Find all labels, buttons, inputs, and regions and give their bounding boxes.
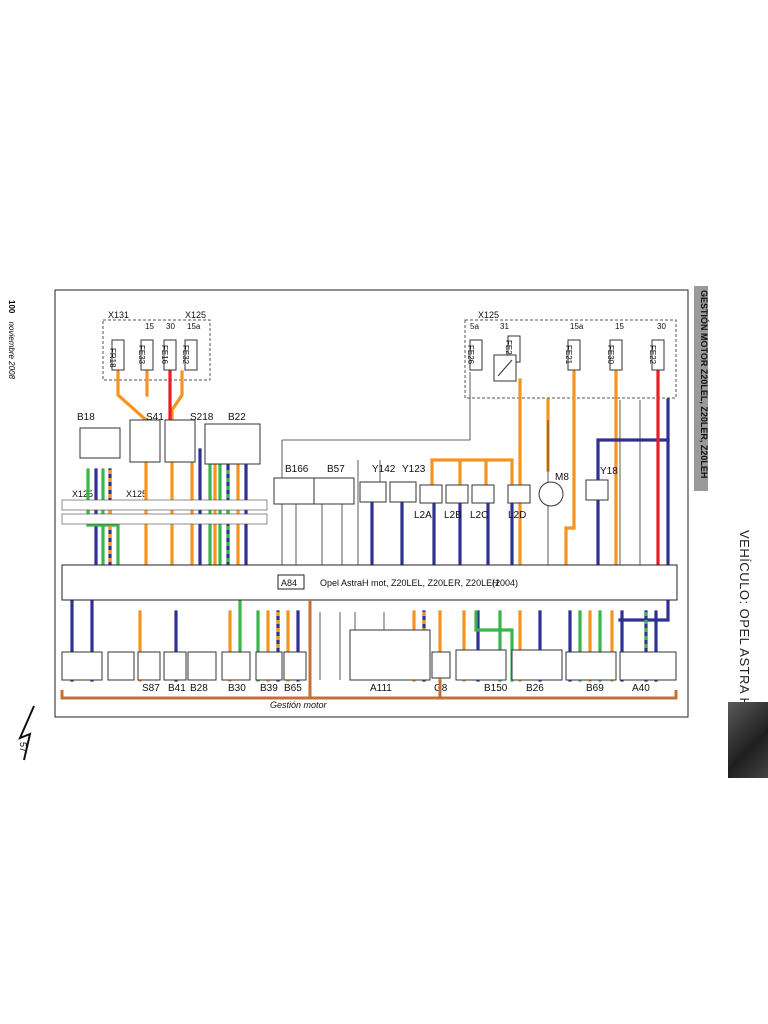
component-b57: B57: [327, 464, 345, 475]
ecu-id-box: [277, 574, 305, 590]
section-title-bar: [694, 286, 708, 491]
connector-x125-left-b: X125: [126, 489, 147, 499]
fuse-fr18: FR18: [108, 348, 117, 368]
top-component-shapes: [79, 419, 609, 507]
component-b65: B65: [284, 683, 302, 694]
ecu-block: [61, 564, 678, 601]
component-b69: B69: [586, 683, 604, 694]
ground-label: Gestión motor: [270, 700, 328, 710]
component-s218: S218: [190, 412, 214, 423]
bottom-component-shapes: [61, 629, 677, 681]
fuse-fe30: FE30: [606, 345, 615, 365]
fusebox-left: [102, 319, 211, 381]
connector-strip-a: [61, 499, 268, 511]
vehicle-photo: [728, 702, 768, 778]
ground-bus: [60, 690, 678, 700]
component-s41: S41: [146, 412, 164, 423]
terminal-15-right: 15: [615, 322, 624, 331]
component-y18: Y18: [600, 466, 618, 477]
fuse-fe16: FE16: [160, 345, 169, 365]
connector-x125-top-left: X125: [185, 310, 206, 320]
fuse-fe24: FE24: [504, 340, 513, 360]
component-b166: B166: [285, 464, 309, 475]
component-y142: Y142: [372, 464, 396, 475]
component-y123: Y123: [402, 464, 426, 475]
component-l2c: L2C: [470, 510, 488, 521]
component-b26: B26: [526, 683, 544, 694]
ecu-year: (2004): [492, 578, 518, 588]
component-a40: A40: [632, 683, 650, 694]
terminal-15a-right: 15a: [570, 322, 584, 331]
component-b39: B39: [260, 683, 278, 694]
component-b41: B41: [168, 683, 186, 694]
terminal-5a: 5a: [470, 322, 479, 331]
diagram-frame: [54, 289, 689, 718]
terminal-30: 30: [166, 322, 175, 331]
top-component-labels: B18 S41 S218 B22 B166 B57 Y142 Y123 L2A …: [77, 412, 618, 521]
terminal-15: 15: [145, 322, 154, 331]
component-m8: M8: [555, 472, 569, 483]
component-b22: B22: [228, 412, 246, 423]
connector-x125-left-a: X125: [72, 489, 93, 499]
terminal-30-right: 30: [657, 322, 666, 331]
component-l2b: L2B: [444, 510, 462, 521]
fusebox-right: [464, 319, 677, 399]
component-b150: B150: [484, 683, 508, 694]
component-b30: B30: [228, 683, 246, 694]
ecu-id: A84: [281, 578, 297, 588]
terminal-15a: 15a: [187, 322, 201, 331]
fuse-fe33: FE33: [137, 345, 146, 365]
connector-strip-b: [61, 513, 268, 525]
fuse-fe32: FE32: [181, 345, 190, 365]
fuse-fe22: FE22: [648, 345, 657, 365]
component-s87: S87: [142, 683, 160, 694]
ecu-label: Opel AstraH mot, Z20LEL, Z20LER, Z20LEH: [320, 578, 499, 588]
component-l2d: L2D: [508, 510, 526, 521]
component-b18: B18: [77, 412, 95, 423]
terminal-31: 31: [500, 322, 509, 331]
fuse-fe26: FE26: [466, 345, 475, 365]
publisher-logo: [18, 705, 35, 761]
bottom-component-labels: S87 B41 B28 B30 B39 B65 A111 G8 B150 B26…: [142, 683, 650, 694]
fuse-group: FR18 FE33 FE16 FE32 FE26 FE24 FE21 FE30 …: [108, 335, 665, 371]
connector-x131: X131: [108, 310, 129, 320]
component-b28: B28: [190, 683, 208, 694]
fuse-fe21: FE21: [564, 345, 573, 365]
component-a111: A111: [370, 683, 392, 694]
connector-x125-top-right: X125: [478, 310, 499, 320]
component-l2a: L2A: [414, 510, 432, 521]
